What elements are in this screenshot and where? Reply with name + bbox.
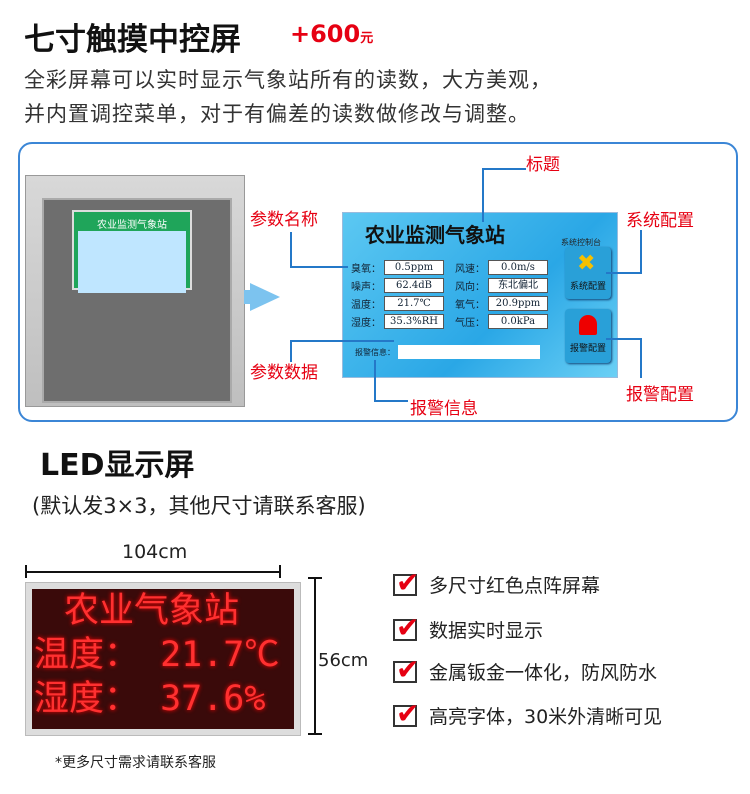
alarm-info-field[interactable]: [398, 345, 540, 359]
callout-alarm-info: 报警信息: [410, 399, 478, 419]
reading-value[interactable]: 21.7℃: [384, 296, 444, 311]
led-line: 农业气象站: [64, 591, 240, 631]
width-dimension-line: [25, 571, 281, 573]
price-value: +600: [290, 20, 361, 48]
reading-row: 气压：0.0kPa: [455, 314, 548, 329]
reading-value[interactable]: 35.3%RH: [384, 314, 444, 329]
height-dimension-line: [314, 577, 316, 735]
arrow-icon: [250, 283, 280, 311]
reading-name: 风向：: [455, 282, 485, 293]
reading-row: 温度：21.7℃: [351, 296, 444, 311]
led-width-label: 104cm: [122, 541, 188, 563]
callout-alarm-config: 报警配置: [626, 385, 694, 405]
checkbox-icon: [393, 611, 419, 644]
reading-name: 风速：: [455, 264, 485, 275]
dimension-tick: [308, 577, 322, 579]
page-title: 七寸触摸中控屏: [24, 22, 241, 58]
reading-row: 噪声：62.4dB: [351, 278, 444, 293]
reading-value[interactable]: 0.0kPa: [488, 314, 548, 329]
feature-text: 数据实时显示: [429, 620, 544, 642]
led-display: 农业气象站 温度： 21.7℃ 湿度： 37.6%: [25, 582, 301, 736]
cabinet-photo: 农业监测气象站: [25, 175, 245, 407]
alarm-light-icon: [579, 315, 597, 335]
cabinet-screen-title: 农业监测气象站: [97, 220, 167, 231]
callout-line: [374, 360, 376, 402]
cabinet-screen-display: [78, 231, 186, 293]
reading-name: 氧气：: [455, 300, 485, 311]
description-line: 全彩屏幕可以实时显示气象站所有的读数，大方美观，: [24, 68, 552, 92]
led-subtitle: (默认发3×3，其他尺寸请联系客服): [32, 494, 366, 518]
reading-name: 温度：: [351, 300, 381, 311]
feature-item: 多尺寸红色点阵屏幕: [393, 566, 601, 599]
reading-row: 风向：东北偏北: [455, 278, 548, 293]
callout-line: [290, 232, 292, 268]
led-height-label: 56cm: [318, 650, 369, 671]
checkbox-icon: [393, 697, 419, 730]
button-label: 报警配置: [569, 344, 606, 354]
reading-name: 湿度：: [351, 318, 381, 329]
reading-value[interactable]: 20.9ppm: [488, 296, 548, 311]
price-unit: 元: [360, 31, 374, 46]
callout-line: [640, 230, 642, 274]
alarm-info-row: 报警信息：: [355, 345, 540, 359]
feature-item: 金属钣金一体化，防风防水: [393, 653, 658, 686]
callout-line: [482, 168, 526, 170]
led-line: 温度： 21.7℃: [34, 635, 280, 675]
console-label: 系统控制台: [561, 238, 601, 247]
callout-line: [290, 340, 394, 342]
cabinet-screen: 农业监测气象站: [72, 210, 192, 293]
led-line: 湿度： 37.6%: [34, 679, 266, 719]
checkbox-icon: [393, 653, 419, 686]
feature-text: 多尺寸红色点阵屏幕: [429, 575, 601, 597]
reading-value[interactable]: 0.0m/s: [488, 260, 548, 275]
reading-name: 臭氧：: [351, 264, 381, 275]
feature-text: 高亮字体，30米外清晰可见: [429, 706, 663, 728]
reading-name: 气压：: [455, 318, 485, 329]
dimension-tick: [308, 733, 322, 735]
feature-text: 金属钣金一体化，防风防水: [429, 662, 658, 684]
reading-row: 湿度：35.3%RH: [351, 314, 444, 329]
button-label: 系统配置: [569, 282, 606, 292]
reading-row: 臭氧：0.5ppm: [351, 260, 444, 275]
callout-line: [290, 340, 292, 362]
callout-param-name: 参数名称: [250, 210, 318, 230]
description-line: 并内置调控菜单，对于有偏差的读数做修改与调整。: [24, 102, 530, 126]
led-panel: 农业气象站 温度： 21.7℃ 湿度： 37.6%: [32, 589, 294, 729]
callout-line: [374, 400, 408, 402]
callout-param-data: 参数数据: [250, 363, 318, 383]
callout-line: [640, 338, 642, 378]
system-config-button[interactable]: ✖ 系统配置: [565, 247, 611, 299]
reading-value[interactable]: 东北偏北: [488, 278, 548, 293]
wrench-icon: ✖: [577, 251, 596, 276]
price: +600元: [290, 20, 373, 48]
callout-line: [482, 168, 484, 222]
reading-name: 噪声：: [351, 282, 381, 293]
callout-line: [606, 338, 642, 340]
feature-item: 高亮字体，30米外清晰可见: [393, 697, 663, 730]
dimension-tick: [279, 565, 281, 578]
checkbox-icon: [393, 566, 419, 599]
alarm-config-button[interactable]: 报警配置: [565, 309, 611, 363]
screen-title: 农业监测气象站: [365, 223, 505, 247]
cabinet-interior: 农业监测气象站: [42, 198, 232, 403]
reading-value[interactable]: 62.4dB: [384, 278, 444, 293]
feature-item: 数据实时显示: [393, 611, 544, 644]
alarm-info-label: 报警信息：: [355, 347, 395, 357]
callout-line: [290, 266, 348, 268]
reading-row: 风速：0.0m/s: [455, 260, 548, 275]
callout-system-config: 系统配置: [626, 211, 694, 231]
reading-value[interactable]: 0.5ppm: [384, 260, 444, 275]
touchscreen-panel: [18, 142, 738, 422]
reading-row: 氧气：20.9ppm: [455, 296, 548, 311]
dimension-tick: [25, 565, 27, 578]
callout-line: [606, 272, 642, 274]
touchscreen-display: 农业监测气象站 臭氧：0.5ppm 噪声：62.4dB 温度：21.7℃ 湿度：…: [342, 212, 618, 378]
callout-title: 标题: [526, 155, 560, 175]
led-note: *更多尺寸需求请联系客服: [55, 755, 216, 771]
led-heading: LED显示屏: [40, 448, 195, 483]
